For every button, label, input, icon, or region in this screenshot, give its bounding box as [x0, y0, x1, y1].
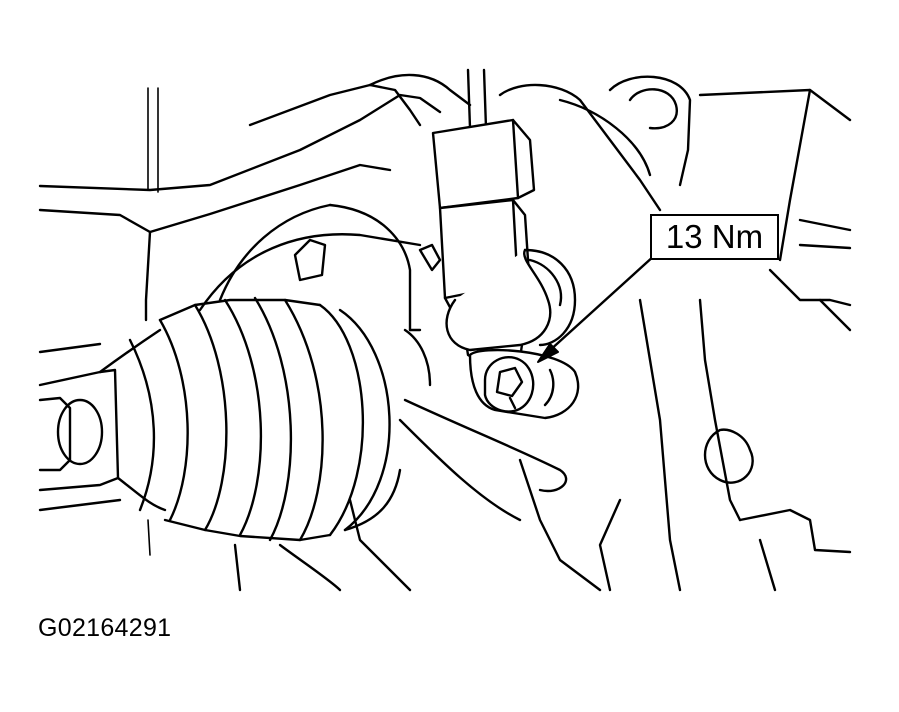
arrow-icon [537, 253, 657, 363]
torque-callout-label: 13 Nm [650, 214, 779, 260]
sensor-connector-icon [431, 68, 580, 420]
technical-illustration [38, 68, 852, 592]
transmission-housing [38, 73, 852, 592]
axle-flange [198, 233, 568, 592]
figure-id: G02164291 [38, 614, 172, 642]
cv-joint-boot [38, 203, 422, 542]
